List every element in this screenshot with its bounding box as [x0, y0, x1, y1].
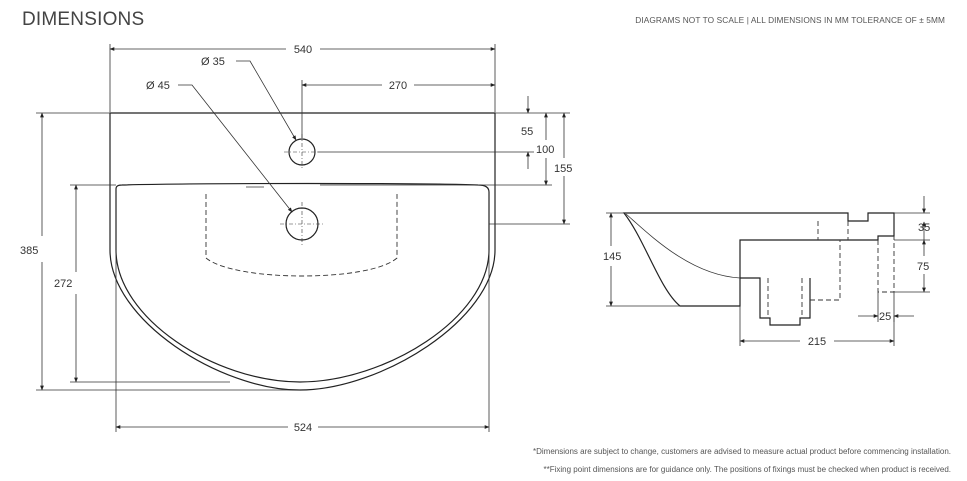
dim-waste-depth: 100: [536, 144, 554, 156]
dim-side-height: 145: [603, 251, 621, 263]
footnote-fixings: **Fixing point dimensions are for guidan…: [543, 465, 951, 474]
dim-overall-width: 540: [294, 44, 312, 56]
bowl-outline: [115, 182, 490, 383]
dim-overall-depth: 385: [20, 245, 38, 257]
scale-note: DIAGRAMS NOT TO SCALE | ALL DIMENSIONS I…: [635, 15, 945, 25]
dim-fixing-height: 75: [917, 261, 929, 273]
dim-bowl-depth-offset: 155: [554, 163, 572, 175]
dim-tap-depth: 55: [521, 126, 533, 138]
tap-hole-label: Ø 35: [201, 56, 225, 68]
page-title: DIMENSIONS: [22, 9, 145, 30]
waste-hole-label: Ø 45: [146, 80, 170, 92]
dim-bowl-width: 524: [294, 422, 312, 434]
basin-outline: [109, 112, 496, 391]
dim-base-width: 215: [808, 336, 826, 348]
hidden-line: [205, 194, 398, 277]
plan-view: 540 270 Ø 35 Ø 45 55 100 155 385: [20, 44, 572, 434]
dim-bowl-depth: 272: [54, 278, 72, 290]
side-profile-outline: [622, 212, 895, 307]
dim-fixing-width: 25: [879, 311, 891, 323]
dim-tap-offset: 270: [389, 80, 407, 92]
side-view: 145 35 75 25 215: [603, 196, 930, 348]
footnote-dimensions: *Dimensions are subject to change, custo…: [533, 447, 951, 456]
dim-rim-thickness: 35: [918, 222, 930, 234]
